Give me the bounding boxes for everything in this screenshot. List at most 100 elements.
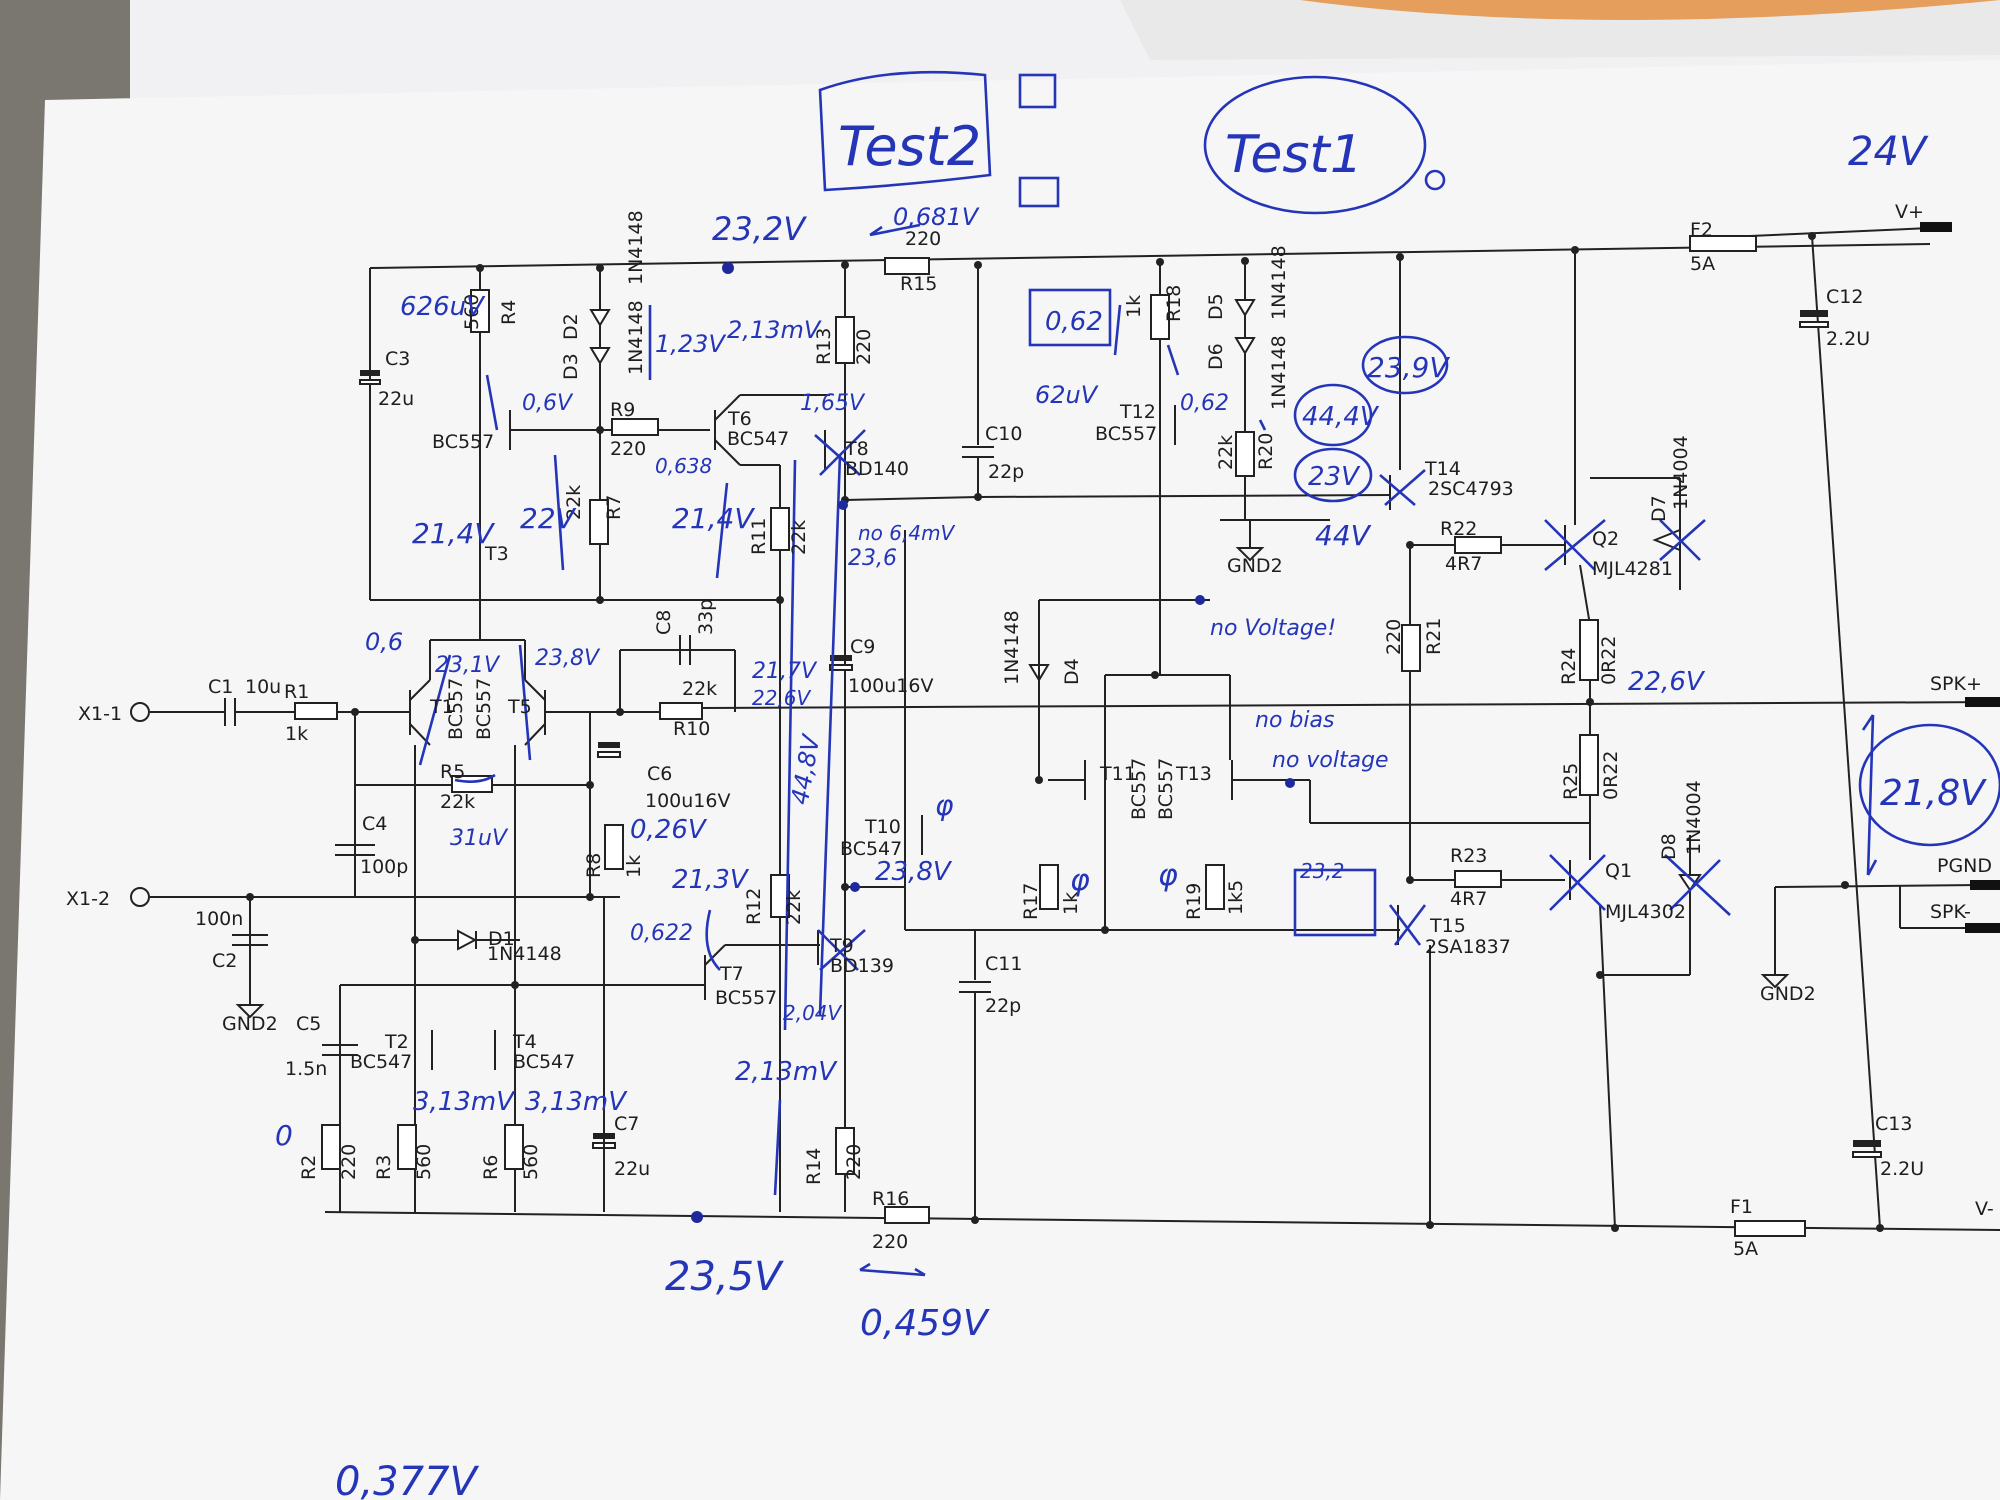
ref-d7: D7 [1648,495,1670,522]
note-213v: 21,3V [672,865,750,895]
ref-c8: C8 [653,610,675,635]
note-236: 23,6 [848,546,897,571]
ref-r15: R15 [900,273,937,295]
val-c4: 100p [360,856,408,878]
label-spk-minus: SPK- [1930,901,1971,923]
label-x1-2: X1-2 [66,888,110,910]
d3-symbol [589,347,611,365]
spk-minus-terminal [1965,923,2000,933]
ref-d5: D5 [1205,293,1227,320]
val-r14: 220 [843,1144,865,1180]
ref-t1: T1 [429,696,454,718]
note-217v: 21,7V [752,659,818,684]
note-phi-1: φ [935,789,954,822]
x1-2-terminal [130,887,150,907]
note-239v: 23,9V [1367,351,1450,384]
val-f1: 5A [1733,1238,1758,1260]
ref-r25: R25 [1560,763,1582,800]
ref-r9: R9 [610,399,635,421]
ref-t7: T7 [719,963,744,985]
c13-symbol [1853,1140,1881,1147]
ref-t5: T5 [507,696,532,718]
part-t7: BC557 [715,987,777,1009]
note-214v-a: 21,4V [412,517,495,550]
part-t11: BC557 [1128,758,1150,820]
spk-plus-terminal [1965,697,2000,707]
ref-r10: R10 [673,718,710,740]
part-t14: 2SC4793 [1428,478,1514,500]
val-r22: 4R7 [1445,553,1482,575]
r17 [1039,864,1059,910]
ref-d3: D3 [560,353,582,380]
r1 [294,702,338,720]
part-t6: BC547 [727,428,789,450]
val-r1: 1k [285,723,308,745]
r13 [835,316,855,364]
ref-r13: R13 [813,328,835,365]
label-vplus: V+ [1895,201,1924,223]
note-0459v: 0,459V [860,1303,990,1344]
ref-r17: R17 [1020,883,1042,920]
note-123v: 1,23V [655,330,726,358]
note-204v: 2,04V [783,1001,843,1025]
val-c7: 22u [614,1158,650,1180]
part-t4: BC547 [513,1051,575,1073]
val-r21: 220 [1383,619,1405,655]
r3 [397,1124,417,1170]
ref-r18: R18 [1163,285,1185,322]
note-phi-2: φ [1070,863,1090,898]
ref-r23: R23 [1450,845,1487,867]
pgnd-terminal [1970,880,2000,890]
ref-t4: T4 [512,1031,537,1053]
r10 [659,702,703,720]
f1 [1734,1220,1806,1237]
val-r17: 1k [1060,892,1082,915]
note-22v: 22V [520,502,577,535]
note-218v: 21,8V [1880,773,1987,814]
note-no-voltage-2: no voltage [1272,748,1389,773]
note-232v: 23,2V [712,210,807,248]
ref-r1: R1 [284,681,309,703]
d2-symbol [589,309,611,327]
note-226v-b: 22,6V [1628,667,1706,697]
r14 [835,1127,855,1175]
r19 [1205,864,1225,910]
part-d3: 1N4148 [625,300,647,375]
r4 [470,289,490,333]
r11 [770,507,790,551]
ref-t15: T15 [1429,915,1466,937]
ref-t10: T10 [864,816,901,838]
val-c3: 22u [378,388,414,410]
note-238v-b: 23,8V [875,857,953,887]
note-313mv-b: 3,13mV [525,1087,628,1117]
ref-t12: T12 [1119,401,1156,423]
val-r5: 22k [440,791,475,813]
part-t12: BC557 [1095,423,1157,445]
val-c10: 22p [988,461,1024,483]
ref-r22: R22 [1440,518,1477,540]
note-test2: Test2 [838,115,981,178]
r23 [1454,870,1502,888]
ref-r12: R12 [743,888,765,925]
c9-symbol [830,655,852,661]
ref-r8: R8 [583,853,605,878]
part-d4: 1N4148 [1001,610,1023,685]
ref-r11: R11 [748,518,770,555]
part-d2: 1N4148 [625,210,647,285]
note-235v: 23,5V [665,1254,784,1300]
r25 [1579,734,1599,796]
negative-rail [324,1211,2000,1231]
note-213mv: 2,13mV [727,316,822,344]
part-d6: 1N4148 [1268,335,1290,410]
r18 [1150,294,1170,340]
note-026v: 0,26V [630,815,708,845]
val-c2: 100n [195,908,243,930]
val-c6: 100u16V [645,790,730,812]
part-t5: BC557 [473,678,495,740]
ref-r3: R3 [373,1155,395,1180]
ref-c5: C5 [296,1013,321,1035]
ref-d8: D8 [1658,833,1680,860]
val-r10: 22k [682,678,717,700]
note-444v: 44,4V [1302,402,1380,432]
